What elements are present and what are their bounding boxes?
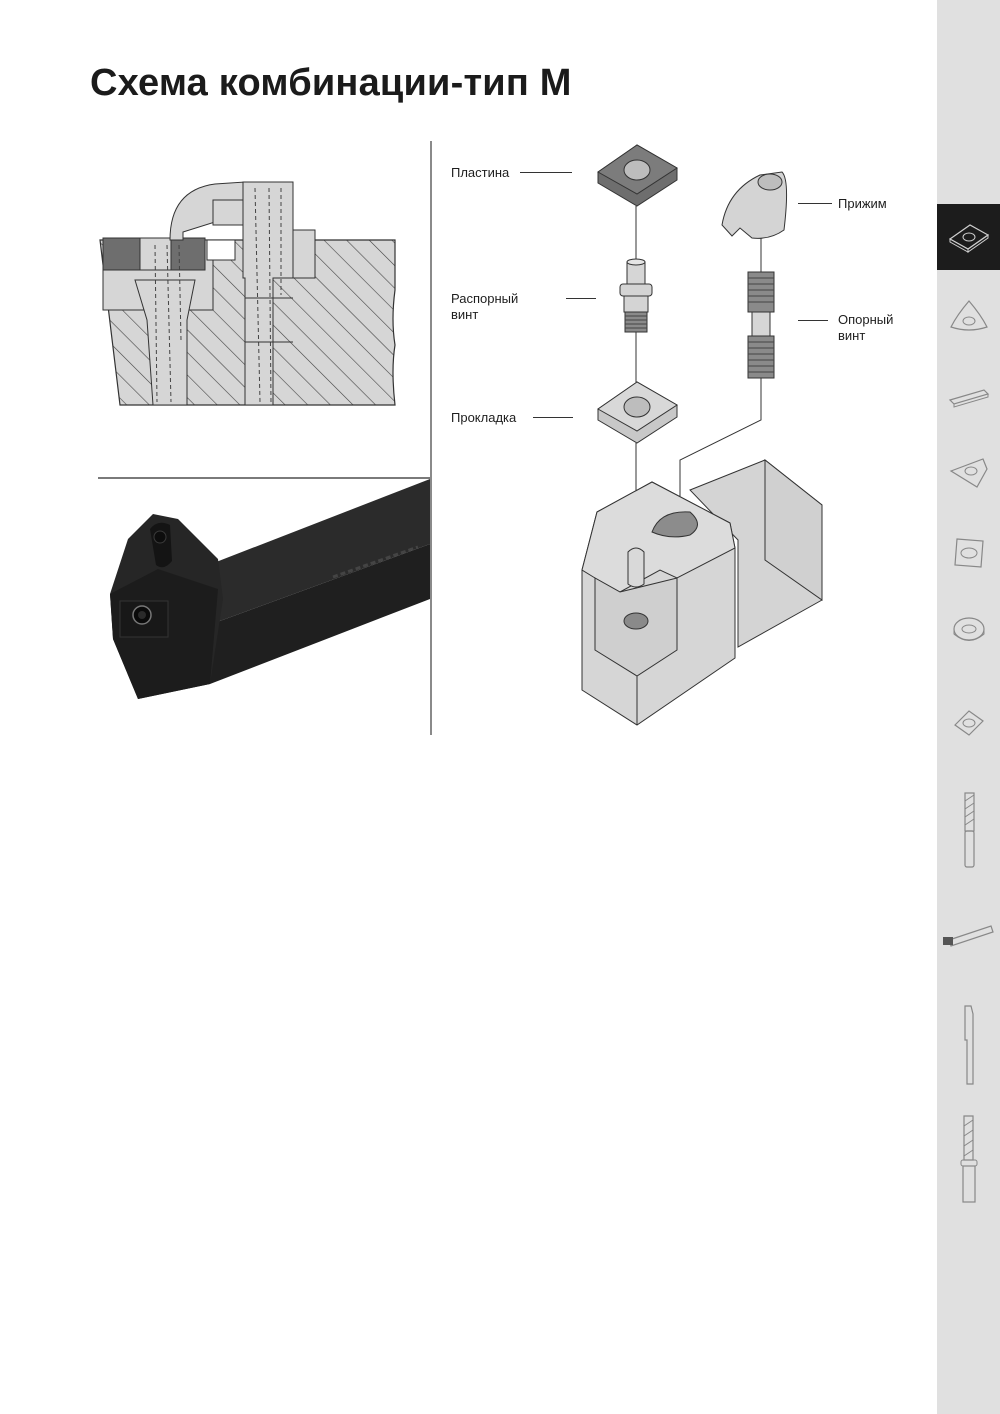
leader-line: [520, 172, 572, 173]
label-support-screw-line1: Опорный: [838, 312, 894, 327]
sidebar-item-threading-insert[interactable]: [937, 440, 1000, 506]
sidebar-item-boring-bar[interactable]: [937, 1000, 1000, 1090]
sidebar-item-square-insert[interactable]: [937, 204, 1000, 270]
threading-insert-icon: [949, 458, 988, 488]
tool-holder-photo: [98, 479, 430, 709]
sidebar-item-round-insert[interactable]: [937, 598, 1000, 664]
leader-line: [798, 320, 828, 321]
octagon-milling-insert-icon: [953, 710, 984, 736]
horizontal-divider: [98, 477, 431, 479]
sidebar-item-square-milling-insert[interactable]: [937, 520, 1000, 586]
turning-holder-icon: [942, 925, 994, 947]
drill-icon: [960, 1115, 977, 1203]
trigon-insert-icon: [949, 300, 988, 331]
end-mill-icon: [963, 792, 975, 868]
sidebar-item-octagon-milling-insert[interactable]: [937, 690, 1000, 756]
sidebar-item-end-mill[interactable]: [937, 790, 1000, 870]
label-spacer-screw-line1: Распорный: [451, 291, 519, 306]
label-plate: Пластина: [451, 165, 510, 180]
round-insert-icon: [952, 617, 985, 641]
label-shim: Прокладка: [451, 410, 517, 425]
category-sidebar: [937, 0, 1000, 1414]
cross-section-drawing: [95, 170, 405, 410]
square-insert-icon: [948, 224, 989, 253]
leader-line: [566, 298, 596, 299]
sidebar-item-drill[interactable]: [937, 1112, 1000, 1206]
leader-line: [798, 203, 832, 204]
grooving-insert-icon: [948, 389, 989, 408]
label-support-screw-line2: винт: [838, 328, 866, 343]
square-milling-insert-icon: [953, 538, 984, 568]
label-spacer-screw-line2: винт: [451, 307, 479, 322]
exploded-view-diagram: Пластина Прижим Распорный винт Опорный в…: [440, 135, 930, 735]
boring-bar-icon: [963, 1005, 974, 1085]
leader-line: [533, 417, 573, 418]
label-clamp: Прижим: [838, 196, 887, 211]
page-title: Схема комбинации-тип М: [90, 62, 572, 104]
sidebar-item-trigon-insert[interactable]: [937, 284, 1000, 350]
vertical-divider: [430, 141, 432, 735]
sidebar-item-grooving-insert[interactable]: [937, 362, 1000, 428]
sidebar-item-turning-holder[interactable]: [937, 902, 1000, 968]
